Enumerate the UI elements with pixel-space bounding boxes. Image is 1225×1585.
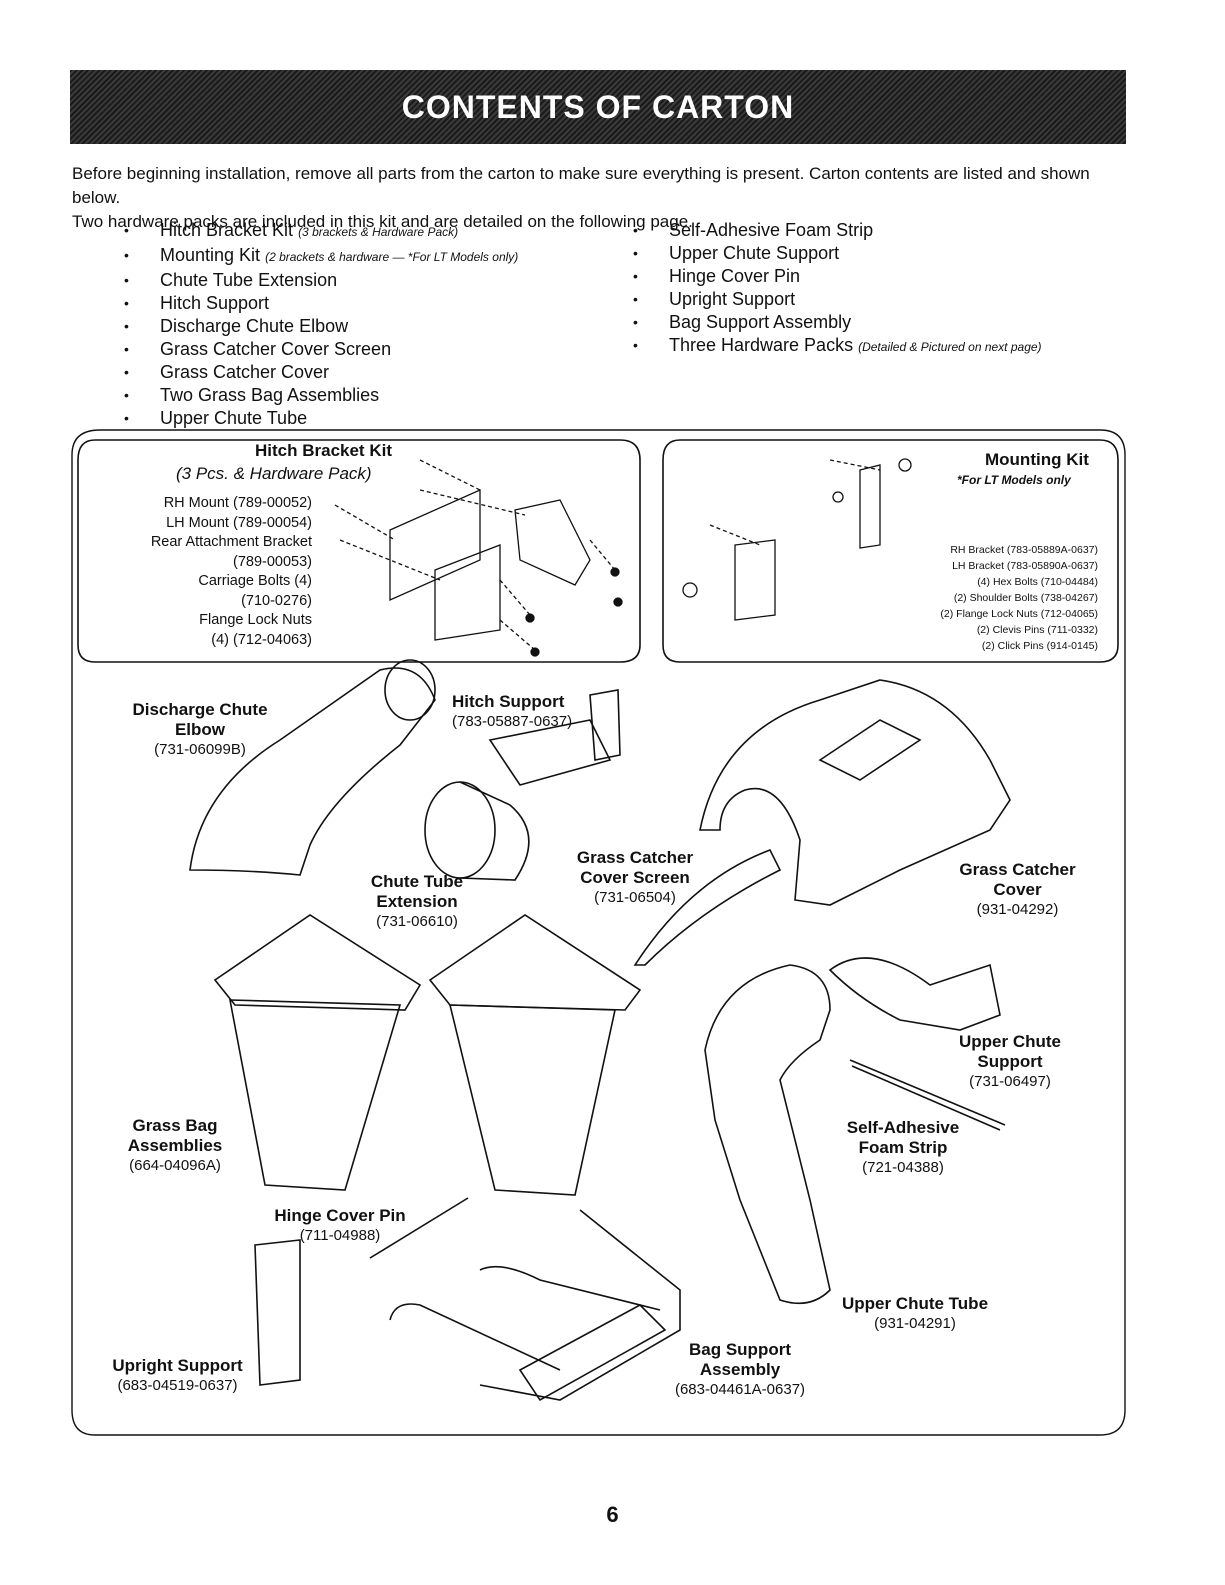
list-item: Grass Catcher Cover Screen: [124, 338, 518, 361]
mounting-kit-parts: RH Bracket (783-05889A-0637) LH Bracket …: [880, 542, 1098, 654]
hitch-bracket-kit-parts: RH Mount (789-00052) LH Mount (789-00054…: [112, 494, 312, 650]
upper-chute-tube-label: Upper Chute Tube (931-04291): [841, 1294, 989, 1332]
part-line: Rear Attachment Bracket: [150, 534, 312, 550]
list-item: Grass Catcher Cover: [124, 361, 518, 384]
list-item: Two Grass Bag Assemblies: [124, 384, 518, 407]
part-line: (789-00053): [233, 553, 312, 570]
list-item: Upright Support: [633, 288, 1042, 311]
part-line: (710-0276): [241, 592, 312, 609]
list-item: Chute Tube Extension: [124, 269, 518, 292]
part-line: (4) Hex Bolts (710-04484): [977, 576, 1098, 588]
list-item: Self-Adhesive Foam Strip: [633, 219, 1042, 242]
page-title: CONTENTS OF CARTON: [401, 88, 795, 125]
intro-line-1: Before beginning installation, remove al…: [72, 164, 1090, 207]
list-item: Upper Chute Tube: [124, 407, 518, 430]
list-item: Hitch Bracket Kit (3 brackets & Hardware…: [124, 219, 518, 244]
list-item: Hitch Support: [124, 292, 518, 315]
mounting-kit-title: Mounting Kit: [985, 450, 1089, 469]
list-item: Discharge Chute Elbow: [124, 315, 518, 338]
part-line: (2) Click Pins (914-0145): [981, 640, 1098, 652]
hitch-bracket-kit-subtitle: (3 Pcs. & Hardware Pack): [176, 464, 372, 483]
part-line: LH Bracket (783-05890A-0637): [952, 560, 1098, 572]
part-line: LH Mount (789-00054): [166, 514, 312, 531]
list-item: Bag Support Assembly: [633, 311, 1042, 334]
part-line: Flange Lock Nuts: [199, 612, 312, 628]
list-item: Three Hardware Packs (Detailed & Picture…: [633, 334, 1042, 359]
list-item: Upper Chute Support: [633, 242, 1042, 265]
part-line: (2) Shoulder Bolts (738-04267): [953, 592, 1098, 604]
part-line: (2) Clevis Pins (711-0332): [976, 624, 1098, 636]
contents-list-right: Self-Adhesive Foam Strip Upper Chute Sup…: [633, 219, 1042, 359]
title-banner: CONTENTS OF CARTON: [70, 70, 1126, 144]
contents-list-left: Hitch Bracket Kit (3 brackets & Hardware…: [124, 219, 518, 430]
part-line: RH Mount (789-00052): [163, 495, 312, 511]
hinge-cover-pin-label: Hinge Cover Pin (711-04988): [274, 1206, 406, 1244]
list-item: Hinge Cover Pin: [633, 265, 1042, 288]
part-line: Carriage Bolts (4): [198, 573, 312, 589]
part-line: (4) (712-04063): [211, 631, 312, 648]
mounting-kit-subtitle: *For LT Models only: [957, 473, 1071, 487]
list-item: Mounting Kit (2 brackets & hardware — *F…: [124, 244, 518, 269]
hitch-support-label: Hitch Support (783-05887-0637): [452, 692, 573, 730]
hitch-bracket-kit-title: Hitch Bracket Kit: [255, 441, 392, 460]
page-number: 6: [606, 1502, 619, 1527]
part-line: (2) Flange Lock Nuts (712-04065): [940, 608, 1098, 620]
upright-support-label: Upright Support (683-04519-0637): [112, 1356, 243, 1394]
part-line: RH Bracket (783-05889A-0637): [950, 544, 1098, 556]
